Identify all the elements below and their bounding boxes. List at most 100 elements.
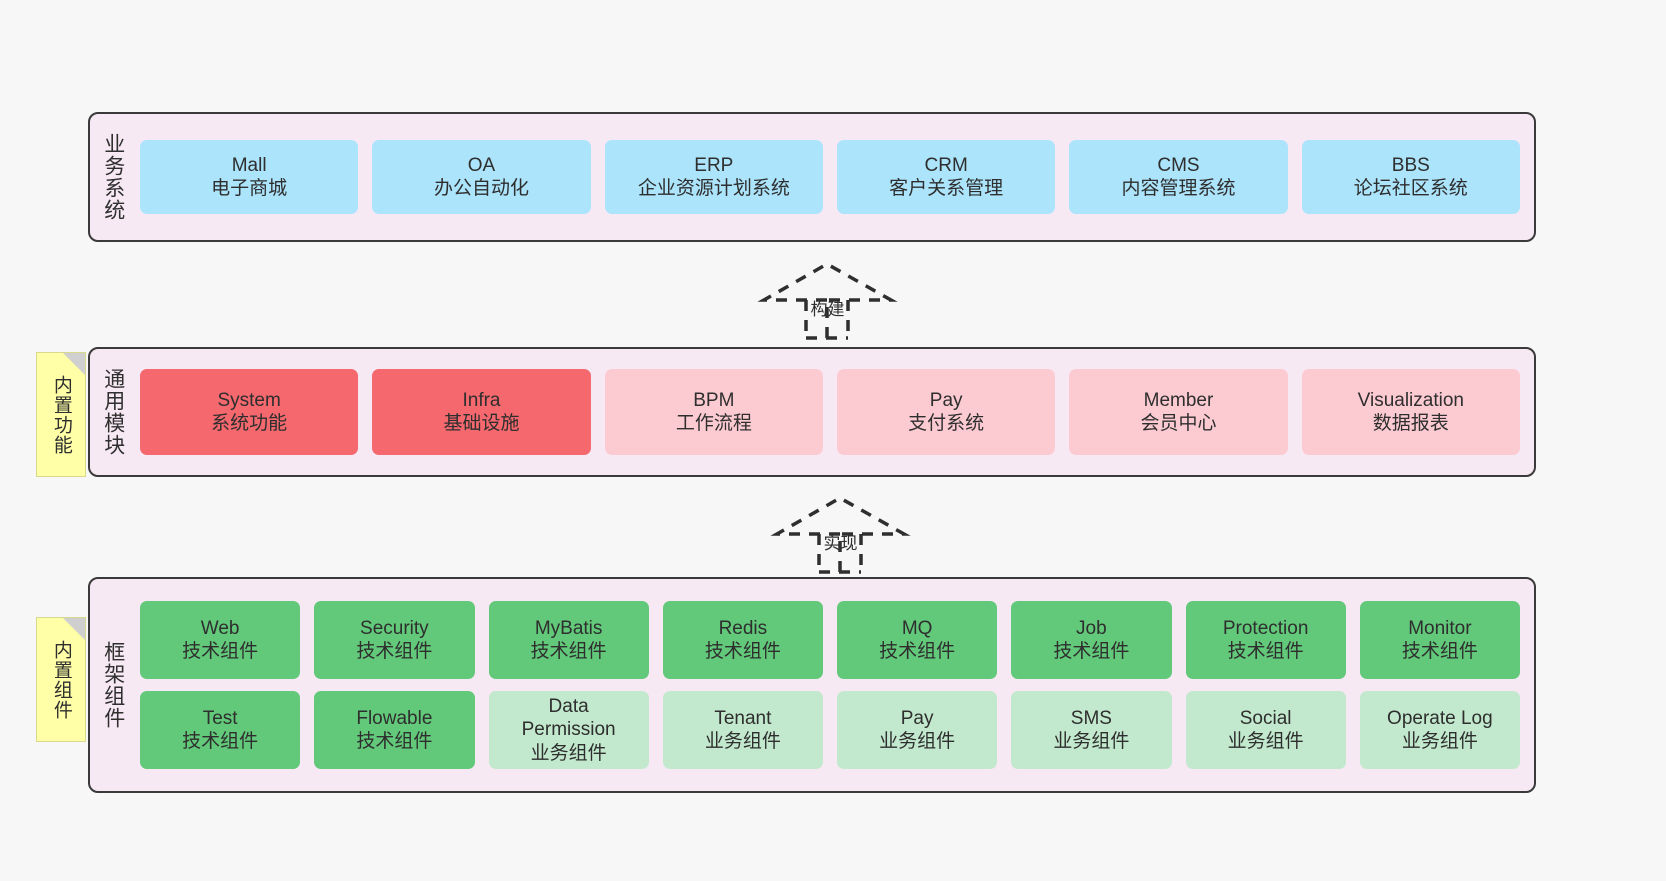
card-security[interactable]: Security 技术组件 <box>314 601 475 679</box>
card-title-cn: 电子商城 <box>211 178 288 199</box>
card-title-en: Monitor <box>1408 617 1472 639</box>
card-title-cn: 技术组件 <box>356 641 433 662</box>
card-title-en: System <box>217 389 281 411</box>
card-monitor[interactable]: Monitor 技术组件 <box>1359 601 1520 679</box>
card-title-cn: 业务组件 <box>1227 731 1304 752</box>
card-title-cn: 技术组件 <box>356 731 433 752</box>
card-bbs[interactable]: BBS 论坛社区系统 <box>1301 140 1520 214</box>
card-title-en: Mall <box>231 154 267 176</box>
card-title-en: ERP <box>694 154 734 176</box>
card-job[interactable]: Job 技术组件 <box>1011 601 1172 679</box>
card-title-en: MyBatis <box>534 617 603 639</box>
layer-label-common-modules: 通用模块 <box>101 368 125 456</box>
card-pay-module[interactable]: Pay 支付系统 <box>836 369 1056 455</box>
card-cms[interactable]: CMS 内容管理系统 <box>1069 140 1288 214</box>
card-erp[interactable]: ERP 企业资源计划系统 <box>604 140 823 214</box>
card-title-en: Flowable <box>356 707 433 729</box>
card-tenant[interactable]: Tenant 业务组件 <box>662 691 823 769</box>
card-title-en: Member <box>1143 389 1214 411</box>
card-title-cn: 系统功能 <box>211 413 288 434</box>
connector-build: 构建 <box>757 261 898 342</box>
card-social[interactable]: Social 业务组件 <box>1185 691 1346 769</box>
card-visualization[interactable]: Visualization 数据报表 <box>1301 369 1520 455</box>
card-title-en: Data Permission <box>521 696 616 741</box>
card-title-cn: 论坛社区系统 <box>1353 178 1468 199</box>
sticky-note-text: 内置组件 <box>50 639 72 720</box>
layer-business-systems: 业务系统 Mall 电子商城 OA 办公自动化 ERP 企业资源计划系统 CRM… <box>88 112 1536 242</box>
card-web[interactable]: Web 技术组件 <box>140 601 301 679</box>
sticky-note-text: 内置功能 <box>50 374 72 455</box>
card-title-cn: 业务组件 <box>704 731 781 752</box>
card-title-en: Redis <box>718 617 768 639</box>
framework-components-row-technical: Web 技术组件 Security 技术组件 MyBatis 技术组件 Redi… <box>140 601 1520 679</box>
card-crm[interactable]: CRM 客户关系管理 <box>836 140 1056 214</box>
layer-common-modules: 通用模块 System 系统功能 Infra 基础设施 BPM 工作流程 Pay… <box>88 347 1536 477</box>
card-title-cn: 内容管理系统 <box>1121 178 1236 199</box>
card-protection[interactable]: Protection 技术组件 <box>1185 601 1346 679</box>
card-title-cn: 会员中心 <box>1140 413 1217 434</box>
card-title-en: Operate Log <box>1387 707 1493 729</box>
card-infra[interactable]: Infra 基础设施 <box>372 369 591 455</box>
card-title-en: MQ <box>901 617 933 639</box>
card-title-cn: 企业资源计划系统 <box>637 178 790 199</box>
layer-body-common-modules: System 系统功能 Infra 基础设施 BPM 工作流程 Pay 支付系统… <box>136 349 1534 475</box>
framework-components-row-business: Test 技术组件 Flowable 技术组件 Data Permission … <box>140 691 1520 769</box>
card-mq[interactable]: MQ 技术组件 <box>837 601 998 679</box>
card-title-en: Social <box>1239 707 1292 729</box>
card-test[interactable]: Test 技术组件 <box>140 691 301 769</box>
card-title-cn: 技术组件 <box>182 731 259 752</box>
page-fold-icon <box>63 353 85 375</box>
connector-implement: 实现 <box>770 495 911 576</box>
page-fold-icon <box>63 618 85 640</box>
card-title-cn: 办公自动化 <box>433 178 529 199</box>
card-title-cn: 技术组件 <box>879 641 956 662</box>
card-title-en: Protection <box>1222 617 1309 639</box>
card-bpm[interactable]: BPM 工作流程 <box>604 369 823 455</box>
card-title-en: Pay <box>929 389 963 411</box>
card-title-en: CRM <box>924 154 968 176</box>
generalization-arrow-icon <box>757 261 898 340</box>
generalization-arrow-icon <box>770 495 911 574</box>
layer-label-framework-components: 框架组件 <box>101 641 125 729</box>
card-redis[interactable]: Redis 技术组件 <box>662 601 823 679</box>
card-flowable[interactable]: Flowable 技术组件 <box>314 691 475 769</box>
card-title-cn: 业务组件 <box>1401 731 1478 752</box>
card-data-permission[interactable]: Data Permission 业务组件 <box>488 691 649 769</box>
card-title-cn: 数据报表 <box>1372 413 1449 434</box>
card-system[interactable]: System 系统功能 <box>140 369 359 455</box>
card-mybatis[interactable]: MyBatis 技术组件 <box>488 601 649 679</box>
connector-implement-label: 实现 <box>823 534 858 553</box>
card-title-en: Pay <box>900 707 934 729</box>
card-title-cn: 业务组件 <box>879 731 956 752</box>
card-oa[interactable]: OA 办公自动化 <box>372 140 591 214</box>
card-sms[interactable]: SMS 业务组件 <box>1011 691 1172 769</box>
card-member[interactable]: Member 会员中心 <box>1069 369 1288 455</box>
sticky-note-builtin-components: 内置组件 <box>36 617 86 742</box>
card-title-cn: 技术组件 <box>530 641 607 662</box>
card-operate-log[interactable]: Operate Log 业务组件 <box>1359 691 1520 769</box>
card-title-en: CMS <box>1157 154 1200 176</box>
card-title-cn: 技术组件 <box>1401 641 1478 662</box>
card-title-en: Job <box>1076 617 1107 639</box>
card-title-cn: 技术组件 <box>1053 641 1130 662</box>
card-title-en: OA <box>467 154 496 176</box>
layer-body-framework-components: Web 技术组件 Security 技术组件 MyBatis 技术组件 Redi… <box>136 579 1534 791</box>
card-title-cn: 技术组件 <box>182 641 259 662</box>
card-mall[interactable]: Mall 电子商城 <box>140 140 359 214</box>
layer-body-business-systems: Mall 电子商城 OA 办公自动化 ERP 企业资源计划系统 CRM 客户关系… <box>136 114 1534 240</box>
card-pay-component[interactable]: Pay 业务组件 <box>837 691 998 769</box>
card-title-cn: 支付系统 <box>908 413 985 434</box>
card-title-en: SMS <box>1070 707 1112 729</box>
card-title-cn: 业务组件 <box>530 742 607 764</box>
layer-framework-components: 框架组件 Web 技术组件 Security 技术组件 MyBatis 技术组件… <box>88 577 1536 793</box>
sticky-note-builtin-features: 内置功能 <box>36 352 86 477</box>
card-title-en: BPM <box>693 389 735 411</box>
card-title-cn: 基础设施 <box>443 413 520 434</box>
card-title-cn: 客户关系管理 <box>889 178 1004 199</box>
card-title-cn: 工作流程 <box>675 413 752 434</box>
card-title-en: Infra <box>462 389 501 411</box>
layer-label-business-systems: 业务系统 <box>101 133 125 221</box>
common-modules-row: System 系统功能 Infra 基础设施 BPM 工作流程 Pay 支付系统… <box>140 369 1520 455</box>
card-title-en: Visualization <box>1357 389 1464 411</box>
card-title-en: Tenant <box>714 707 772 729</box>
